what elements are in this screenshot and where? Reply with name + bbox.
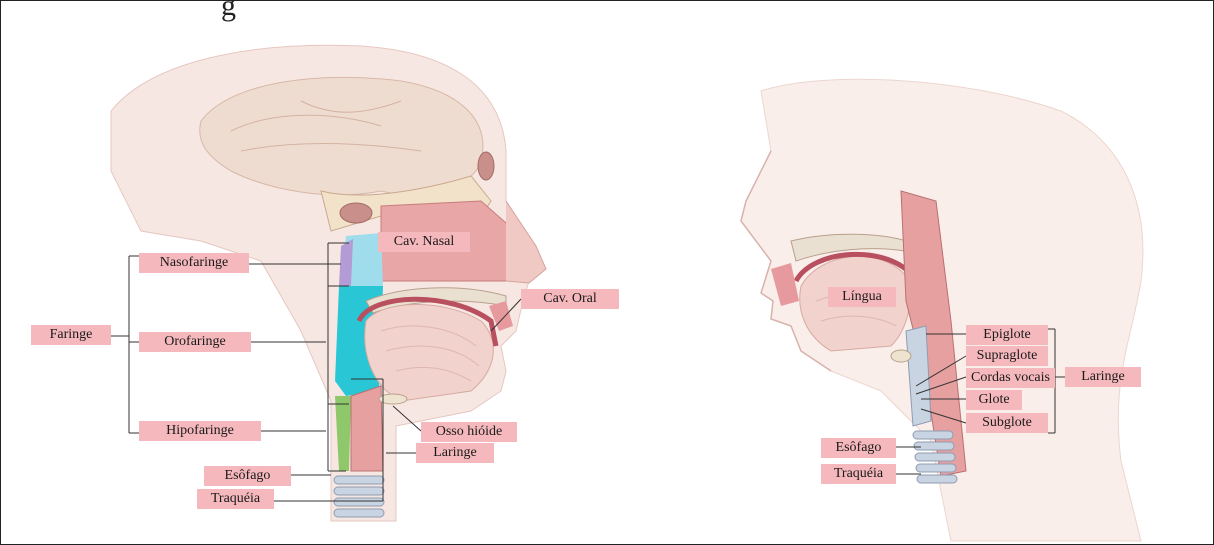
label-cordas-vocais: Cordas vocais: [966, 368, 1055, 388]
label-epiglote: Epiglote: [966, 325, 1048, 345]
label-nasofaringe: Nasofaringe: [139, 253, 249, 273]
right-trachea-rings: [913, 431, 957, 483]
label-glote: Glote: [966, 390, 1022, 410]
label-esofago-left: Esôfago: [204, 466, 291, 486]
left-tongue: [365, 304, 494, 401]
label-osso-hioide: Osso hióide: [421, 422, 517, 442]
label-laringe-right: Laringe: [1065, 367, 1141, 387]
label-subglote: Subglote: [966, 413, 1048, 433]
label-laringe-left: Laringe: [416, 443, 494, 463]
label-esofago-right: Esôfago: [821, 438, 896, 458]
label-orofaringe: Orofaringe: [139, 332, 251, 352]
label-traqueia-right: Traquéia: [821, 464, 896, 484]
label-traqueia-left: Traquéia: [197, 489, 274, 509]
label-cav-nasal: Cav. Nasal: [378, 232, 470, 252]
label-cav-oral: Cav. Oral: [521, 289, 619, 309]
left-larynx: [351, 386, 383, 471]
right-head-illustration: [741, 79, 1143, 541]
label-supraglote: Supraglote: [966, 346, 1048, 366]
label-lingua: Língua: [828, 287, 896, 307]
label-faringe: Faringe: [31, 325, 111, 345]
label-hipofaringe: Hipofaringe: [139, 421, 261, 441]
